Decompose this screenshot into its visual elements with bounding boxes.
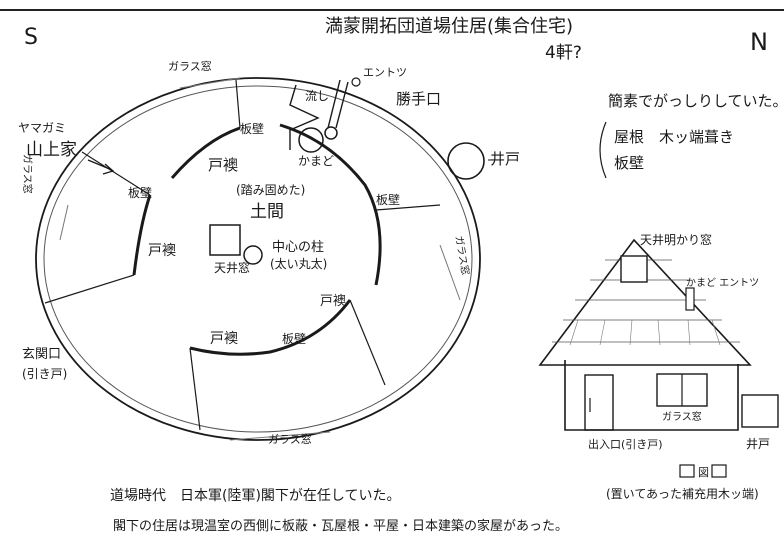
radial-wall [81, 151, 151, 196]
label-chimney: エントツ [363, 66, 407, 79]
label-glass-window-bottom: ガラス窓 [268, 432, 312, 446]
label-board-wall-2: 板壁 [128, 185, 152, 200]
label-door-1: 戸襖 [208, 156, 238, 174]
label-elev-glass-window: ガラス窓 [662, 410, 702, 423]
label-yamagami: ヤマガミ [18, 121, 66, 135]
label-center-pillar-note: (太い丸太) [270, 256, 327, 271]
label-door-2: 戸襖 [148, 243, 176, 259]
radial-wall [235, 79, 241, 129]
partition-wall-top [170, 126, 241, 179]
window-mark [59, 204, 69, 241]
woodpile-box [679, 464, 695, 478]
label-board-wall-3: 板壁 [376, 192, 400, 207]
label-earth-floor: 土間 [250, 202, 284, 222]
chimney-top [351, 77, 361, 87]
kitchen-wall [289, 84, 320, 150]
label-center-pillar: 中心の柱 [272, 240, 324, 255]
label-door-3: 戸襖 [320, 294, 346, 309]
label-well: 井戸 [490, 150, 520, 168]
label-entrance: 玄関口 [22, 347, 61, 362]
radial-wall [349, 299, 386, 386]
compass-south: S [24, 25, 38, 50]
radial-wall [375, 204, 441, 211]
roof-shingle-rows [552, 259, 740, 343]
center-pillar-circle [243, 245, 263, 265]
note-bracket [599, 121, 607, 179]
partition-wall-bottom [189, 299, 352, 356]
label-board-wall-4: 板壁 [282, 331, 306, 346]
chimney-pipe [327, 79, 341, 129]
stove-circle [298, 127, 324, 153]
elevation-well [741, 394, 779, 428]
skylight-square [209, 224, 241, 256]
stove-inner [324, 126, 338, 140]
partition-wall-left [132, 194, 152, 276]
outer-wall [35, 77, 481, 441]
label-sink: 流し [305, 89, 329, 103]
window-mark [229, 431, 331, 441]
arrow-line [87, 159, 113, 171]
label-glass-window-right: ガラス窓 [453, 235, 473, 276]
label-skylight: 天井窓 [214, 260, 250, 275]
radial-wall [44, 274, 135, 304]
house-walls [564, 360, 739, 431]
elevation-chimney [685, 287, 695, 311]
house-elevation [538, 238, 779, 478]
note-line-2: 屋根 木ッ端葺き [614, 128, 734, 146]
roof-shingle-cols [569, 319, 721, 346]
label-elev-well: 井戸 [746, 437, 770, 451]
label-glass-window-left: ガラス窓 [21, 154, 34, 194]
note-line-1: 簡素でがっしりしていた。 [608, 92, 784, 110]
compass-north: N [750, 28, 768, 56]
label-kitchen-door: 勝手口 [396, 90, 441, 108]
chimney-pipe [335, 81, 349, 129]
page-title: 満蒙開拓団道場住居(集合住宅) [325, 16, 573, 37]
window-mark [179, 77, 241, 89]
label-elev-entrance: 出入口(引き戸) [588, 437, 663, 451]
label-earth-floor-note: (踏み固めた) [236, 183, 305, 197]
label-board-wall-1: 板壁 [240, 121, 264, 136]
label-yamagami-house: 山上家 [26, 140, 77, 160]
label-stove: かまど [298, 154, 334, 168]
floor-plan [35, 77, 485, 441]
well-circle [447, 142, 485, 180]
outer-wall-inner [43, 85, 473, 433]
page-subtitle: 4軒? [545, 43, 582, 63]
label-glass-window-top: ガラス窓 [168, 59, 212, 73]
skylight-window [620, 255, 648, 283]
label-elev-stove-chimney: かまど エントツ [686, 277, 759, 289]
arrow-head-icon [102, 163, 115, 175]
window-mark [439, 244, 461, 301]
radial-wall [189, 347, 201, 431]
elevation-door [584, 374, 614, 431]
label-zu: 図 [698, 466, 709, 479]
label-wood-note: (置いてあった補充用木ッ端) [606, 486, 759, 501]
woodpile-box [711, 464, 727, 478]
partition-wall-right [279, 123, 382, 286]
note-line-3: 板壁 [614, 154, 644, 172]
footer-line-2: 閣下の住居は現温室の西側に板蔽・瓦屋根・平屋・日本建築の家屋があった。 [113, 518, 568, 534]
label-entrance-note: (引き戸) [22, 367, 67, 381]
footer-line-1: 道場時代 日本軍(陸軍)閣下が在任していた。 [110, 488, 401, 504]
label-elev-skylight: 天井明かり窓 [640, 232, 712, 247]
label-door-4: 戸襖 [210, 331, 238, 347]
